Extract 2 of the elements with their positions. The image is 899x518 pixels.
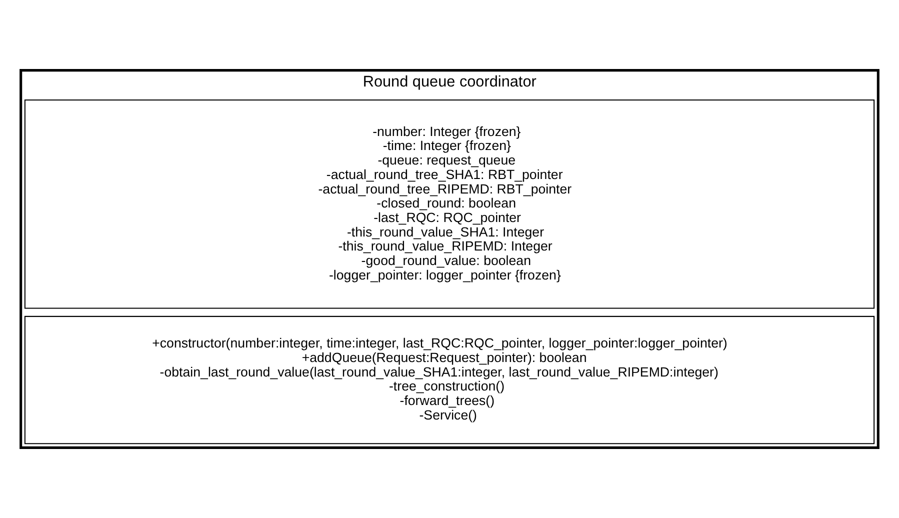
node-box: -number: Integer {frozen} -time: Integer {frozen} -queue: request_queue -actual_round_tree_SHA1: RBT_pointer -actual_round_tree_RIPEMD: RBT_pointer -closed_round: boolean -last_RQC: RQC_pointer -this_round_value_SHA1: Integer -this_round_value_RIPEMD: Integer -good_round_value: boolean -logger_pointer: logger_pointer {frozen} — [24, 100, 875, 309]
node-box: +constructor(number:integer, time:integer, last_RQC:RQC_pointer, logger_pointer:logger_pointer) +addQueue(Request:Request_pointer): boolean -obtain_last_round_value(last_round_value_SHA1:integer, last_round_value_RIPEMD:integer) -tree_construction() -forward_trees() -Service() — [24, 316, 875, 444]
